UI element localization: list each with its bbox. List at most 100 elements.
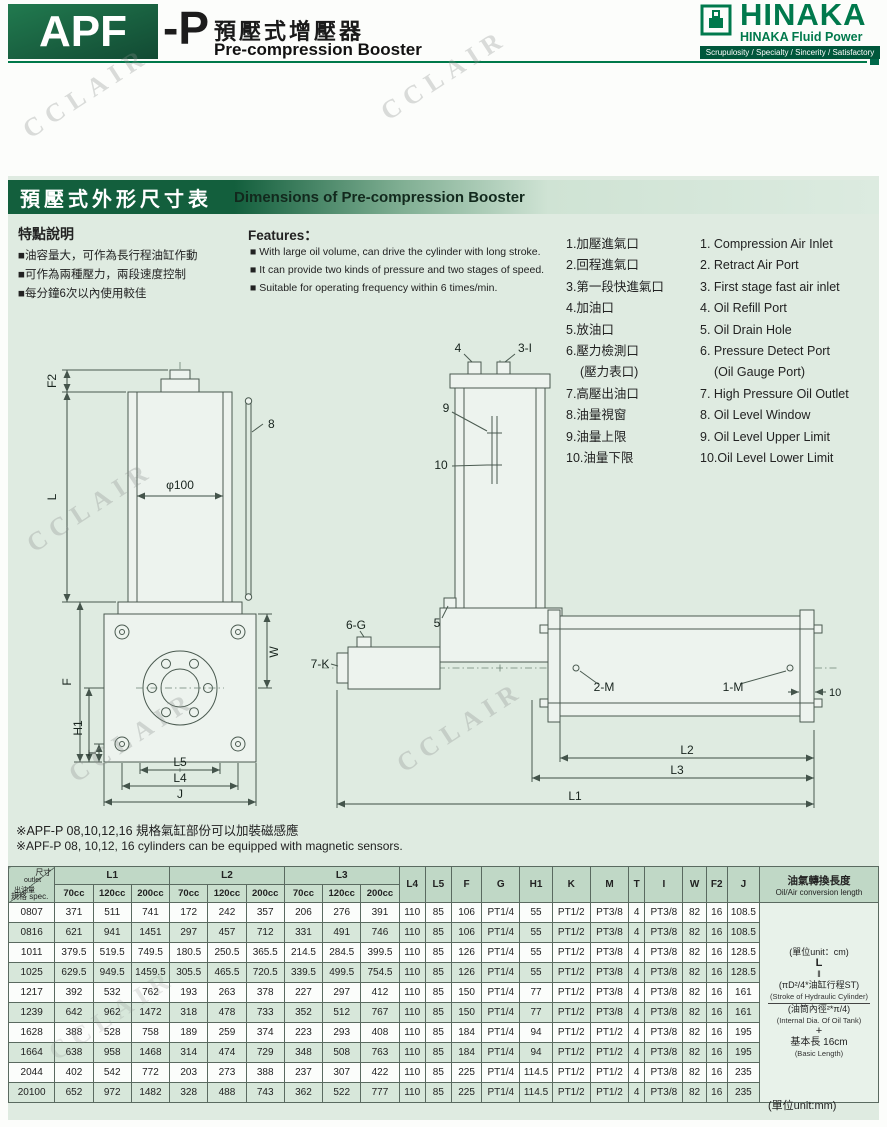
table-cell: 189 [169, 1022, 209, 1043]
table-cell: 388 [245, 1062, 285, 1083]
col-header-l3: L3 [283, 866, 400, 885]
col-header-g: G [481, 866, 521, 903]
features-heading-en: Features： [248, 228, 318, 243]
table-cell: 331 [283, 922, 324, 943]
table-cell: PT1/2 [589, 1022, 630, 1043]
row-spec: 1239 [7, 1002, 56, 1023]
table-cell: PT1/4 [481, 982, 521, 1003]
table-cell: 392 [54, 982, 94, 1003]
table-cell: 478 [207, 1002, 247, 1023]
table-cell: 82 [682, 922, 707, 943]
table-cell: 528 [92, 1022, 132, 1043]
table-cell: 110 [398, 922, 426, 943]
table-cell: 652 [54, 1082, 94, 1103]
feature-item-en: ■ Suitable for operating frequency withi… [250, 282, 498, 294]
table-cell: 307 [322, 1062, 362, 1083]
port-item-en: 6. Pressure Detect Port [700, 344, 830, 359]
table-cell: 126 [450, 942, 483, 963]
table-cell: 638 [54, 1042, 94, 1063]
note-en: ※APF-P 08, 10,12, 16 cylinders can be eq… [16, 839, 403, 853]
table-cell: 195 [726, 1022, 761, 1043]
table-cell: 85 [424, 982, 452, 1003]
table-cell: 318 [169, 1002, 209, 1023]
table-cell: PT1/2 [551, 1002, 591, 1023]
feature-item-en: ■ With large oil volume, can drive the c… [250, 246, 541, 258]
table-cell: 348 [283, 1042, 324, 1063]
table-cell: PT3/8 [644, 1022, 684, 1043]
table-cell: 532 [92, 982, 132, 1003]
table-cell: 328 [169, 1082, 209, 1103]
table-cell: 214.5 [283, 942, 324, 963]
conversion-formula-line: (單位unit：cm) [789, 946, 849, 957]
feature-item-zh: ■可作為兩種壓力，兩段速度控制 [18, 269, 186, 281]
table-cell: 108.5 [726, 922, 761, 943]
table-cell: 85 [424, 942, 452, 963]
table-cell: 85 [424, 1062, 452, 1083]
table-cell: 77 [519, 1002, 553, 1023]
brand-name: HINAKA [740, 0, 867, 32]
conversion-header-en: Oil/Air conversion length [775, 887, 863, 897]
table-cell: 542 [92, 1062, 132, 1083]
table-cell: PT3/8 [644, 922, 684, 943]
table-cell: 767 [360, 1002, 400, 1023]
table-cell: 763 [360, 1042, 400, 1063]
table-cell: 150 [450, 1002, 483, 1023]
row-spec: 2044 [7, 1062, 56, 1083]
col-header-j: J [726, 866, 761, 903]
table-cell: 412 [360, 982, 400, 1003]
header-divider [8, 61, 867, 63]
port-item-en: 8. Oil Level Window [700, 408, 811, 423]
section-title-zh: 預壓式外形尺寸表 [20, 188, 212, 211]
corner-dimension-label: 尺寸 [35, 868, 52, 877]
cc-header: 120cc [207, 884, 247, 903]
table-cell: 180.5 [169, 942, 209, 963]
table-cell: 488 [207, 1082, 247, 1103]
col-header-l2: L2 [169, 866, 285, 885]
conversion-formula-line: L [815, 956, 823, 969]
cc-header: 200cc [360, 884, 400, 903]
table-cell: 4 [628, 1042, 646, 1063]
table-cell: PT1/4 [481, 962, 521, 983]
col-header-i: I [644, 866, 684, 903]
table-cell: PT1/4 [481, 1002, 521, 1023]
table-cell: 712 [245, 922, 285, 943]
section-title-en: Dimensions of Pre-compression Booster [234, 188, 525, 206]
table-cell: 284.5 [322, 942, 362, 963]
cc-header: 200cc [245, 884, 285, 903]
table-cell: 511 [92, 902, 132, 923]
table-cell: 4 [628, 922, 646, 943]
table-cell: 362 [283, 1082, 324, 1103]
table-cell: 408 [360, 1022, 400, 1043]
table-cell: 106 [450, 902, 483, 923]
table-cell: 4 [628, 902, 646, 923]
cc-header: 120cc [92, 884, 132, 903]
table-cell: 82 [682, 1062, 707, 1083]
table-cell: 1451 [130, 922, 171, 943]
col-header-conversion: 油氣轉換長度 Oil/Air conversion length [759, 866, 879, 903]
conversion-formula-line: (Basic Length) [794, 1048, 844, 1058]
hinaka-logo-icon [700, 4, 732, 36]
model-code-block: APF [8, 4, 158, 59]
port-item-zh: (壓力表口) [580, 365, 639, 380]
table-cell: 82 [682, 962, 707, 983]
cc-header: 70cc [54, 884, 94, 903]
table-cell: 242 [207, 902, 247, 923]
table-cell: 499.5 [322, 962, 362, 983]
row-spec: 1011 [7, 942, 56, 963]
col-header-f2: F2 [705, 866, 728, 903]
col-header-l4: L4 [398, 866, 426, 903]
corner-header-cell: 尺寸 outlet 出油量 規格 spec. [7, 866, 56, 903]
table-cell: 82 [682, 1022, 707, 1043]
note-zh: ※APF-P 08,10,12,16 規格氣缸部份可以加裝磁感應 [16, 824, 299, 838]
dimension-table: 尺寸 outlet 出油量 規格 spec. L1 L2 L3 L4 L5 F … [7, 866, 879, 1103]
table-cell: PT1/4 [481, 902, 521, 923]
table-cell: 259 [207, 1022, 247, 1043]
table-cell: PT3/8 [644, 902, 684, 923]
table-cell: 1482 [130, 1082, 171, 1103]
table-cell: 110 [398, 902, 426, 923]
table-cell: 85 [424, 922, 452, 943]
header-divider-end-square [870, 56, 879, 65]
cc-header: 70cc [283, 884, 324, 903]
table-cell: 941 [92, 922, 132, 943]
